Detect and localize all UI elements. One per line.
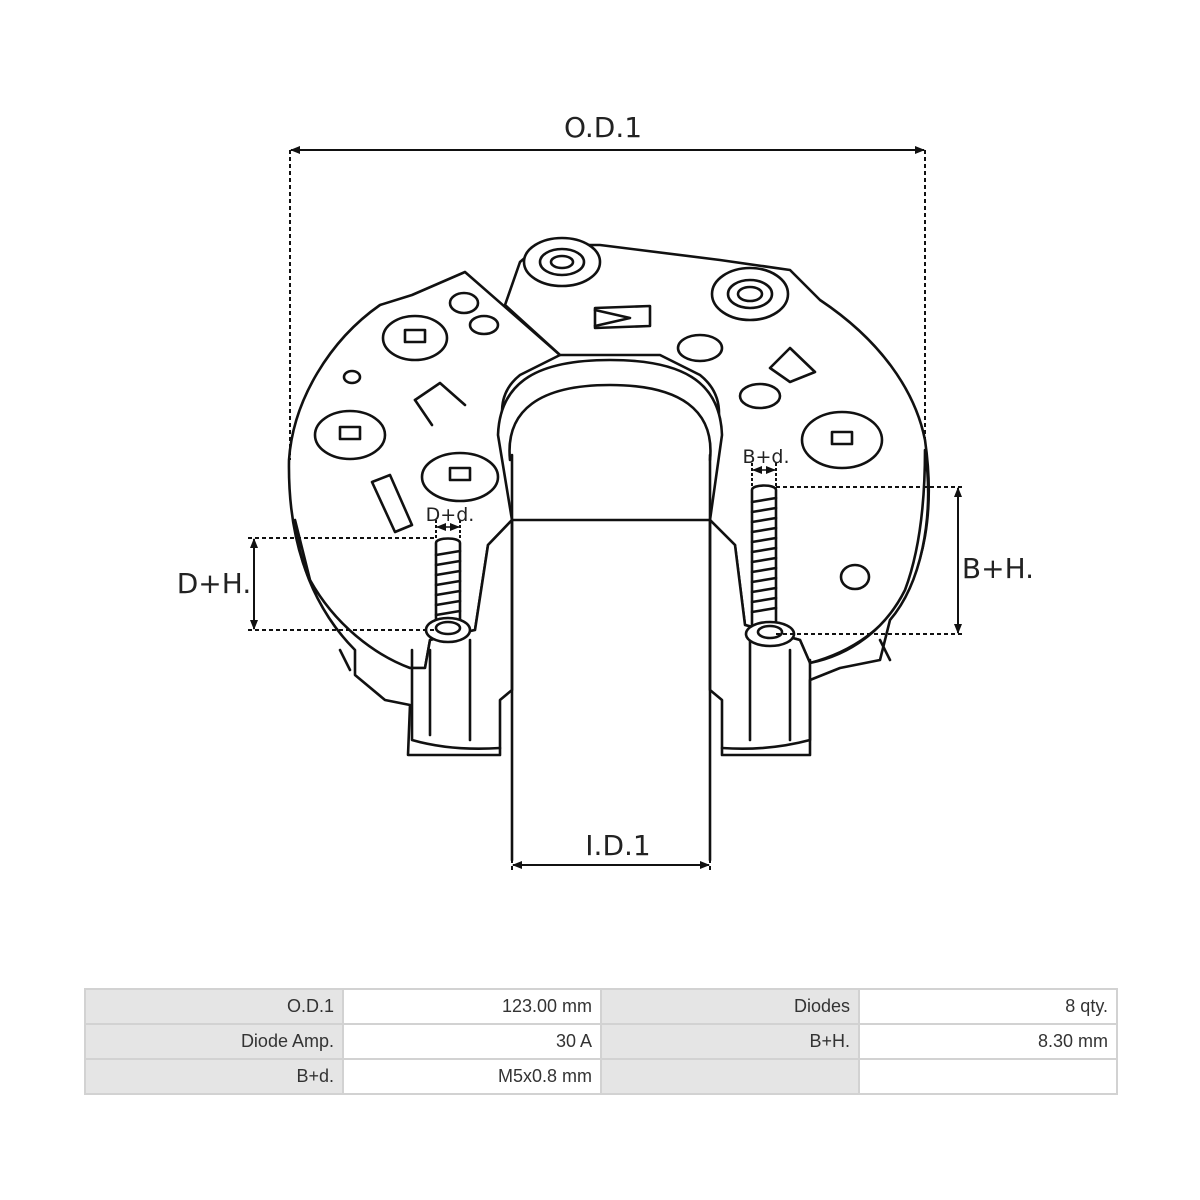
spec-value: 30 A — [342, 1023, 602, 1060]
rectifier-diagram: O.D.1 I.D.1 D+H. D+d. B+H. B+d. — [177, 111, 1034, 870]
spec-label: B+d. — [84, 1058, 344, 1095]
id-label: I.D.1 — [585, 829, 650, 862]
spec-value: 8.30 mm — [858, 1023, 1118, 1060]
spec-label — [600, 1058, 860, 1095]
od-label: O.D.1 — [564, 111, 642, 144]
spec-table: O.D.1 123.00 mm Diodes 8 qty. Diode Amp.… — [84, 988, 1118, 1095]
bd-label: B+d. — [742, 446, 789, 468]
table-row: B+d. M5x0.8 mm — [84, 1058, 1118, 1095]
dimension-lines — [248, 146, 965, 870]
spec-value: 123.00 mm — [342, 988, 602, 1025]
bh-label: B+H. — [962, 552, 1034, 585]
spec-label: O.D.1 — [84, 988, 344, 1025]
table-row: O.D.1 123.00 mm Diodes 8 qty. — [84, 988, 1118, 1025]
spec-label: Diode Amp. — [84, 1023, 344, 1060]
spec-label: Diodes — [600, 988, 860, 1025]
rectifier-body — [287, 236, 930, 862]
dh-label: D+H. — [177, 567, 251, 600]
spec-value: M5x0.8 mm — [342, 1058, 602, 1095]
spec-label: B+H. — [600, 1023, 860, 1060]
dd-label: D+d. — [426, 504, 475, 526]
table-row: Diode Amp. 30 A B+H. 8.30 mm — [84, 1023, 1118, 1060]
spec-value: 8 qty. — [858, 988, 1118, 1025]
spec-value — [858, 1058, 1118, 1095]
